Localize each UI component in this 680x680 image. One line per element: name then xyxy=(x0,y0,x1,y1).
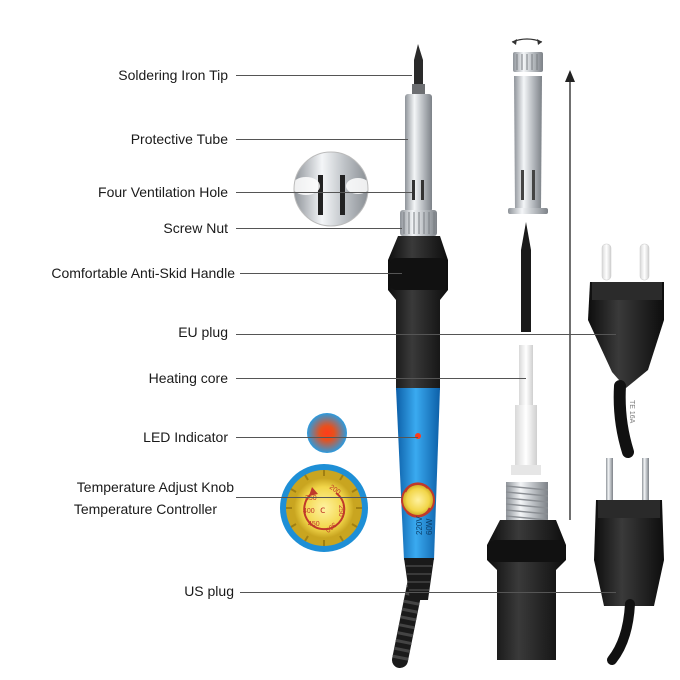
label-anti-skid-handle: Comfortable Anti-Skid Handle xyxy=(51,265,235,281)
plug-print: TE 16A xyxy=(628,400,635,424)
exploded-tube xyxy=(514,76,542,210)
leader-eu-plug xyxy=(236,334,616,335)
leader-knob xyxy=(236,497,402,498)
soldering-iron: 220V 60W xyxy=(388,44,448,668)
dial-mark-450: 450 xyxy=(308,521,320,528)
body-power-print: 60W xyxy=(425,518,434,535)
exploded-heating-core xyxy=(519,345,533,407)
label-us-plug: US plug xyxy=(184,583,234,599)
body-led xyxy=(415,433,421,439)
iron-tip xyxy=(414,44,423,88)
blue-body xyxy=(396,388,440,560)
label-temperature-controller: Temperature Controller xyxy=(73,501,217,517)
leader-tip xyxy=(236,75,412,76)
body-voltage-print: 220V xyxy=(415,516,424,535)
label-eu-plug: EU plug xyxy=(178,324,228,340)
exploded-nut xyxy=(513,52,543,72)
leader-nut xyxy=(236,228,402,229)
us-plug-illustration xyxy=(594,458,664,665)
led-zoom xyxy=(307,413,347,453)
label-temperature-adjust-knob: Temperature Adjust Knob xyxy=(76,479,234,495)
label-screw-nut: Screw Nut xyxy=(163,220,228,236)
exploded-tip xyxy=(521,222,531,332)
leader-tube xyxy=(236,139,408,140)
ventilation-zoom xyxy=(293,151,369,227)
dial-mark-250: 250 xyxy=(337,505,344,517)
leader-vent xyxy=(236,192,412,193)
label-protective-tube: Protective Tube xyxy=(130,131,228,147)
dial-mark-400: 400 xyxy=(303,508,315,515)
protective-tube xyxy=(405,94,432,212)
knob-zoom: 200 250 300 350 400 450 c xyxy=(280,464,368,552)
eu-plug-illustration: TE 16A xyxy=(588,243,664,458)
leader-led xyxy=(236,437,418,438)
label-soldering-iron-tip: Soldering Iron Tip xyxy=(118,67,228,83)
label-heating-core: Heating core xyxy=(148,370,228,386)
leader-us-plug xyxy=(240,592,616,593)
label-led-indicator: LED Indicator xyxy=(143,429,228,445)
leader-core xyxy=(236,378,526,379)
exploded-parts xyxy=(487,38,575,660)
label-ventilation-hole: Four Ventilation Hole xyxy=(98,184,228,200)
leader-handle xyxy=(240,273,402,274)
dial-center-symbol: c xyxy=(320,505,326,516)
dial-mark-350: 350 xyxy=(305,495,317,502)
